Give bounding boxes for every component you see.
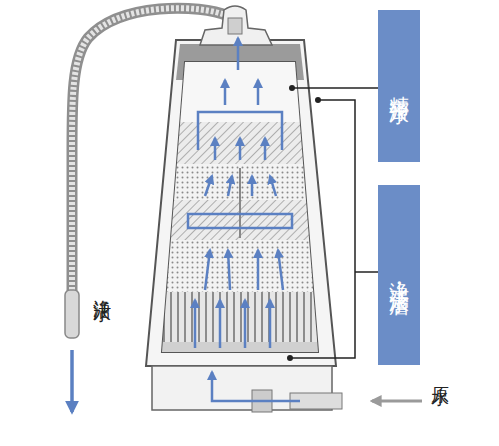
flow-arrow — [244, 300, 247, 348]
flow-arrow — [257, 80, 260, 105]
flow-arrow — [264, 138, 267, 160]
flow-loop — [198, 112, 282, 150]
flow-arrow — [270, 176, 276, 196]
flow-arrow — [237, 38, 240, 70]
box-label: 精密浄水 — [388, 80, 410, 92]
flow-arrow — [212, 372, 300, 401]
flow-arrow — [194, 300, 197, 348]
flow-arrow — [269, 300, 272, 348]
leader-dot — [289, 85, 295, 91]
fine-filter-layer — [150, 122, 330, 164]
spout-valve — [228, 18, 242, 34]
top-cap — [200, 6, 272, 45]
filter-layers — [150, 62, 330, 354]
outflow-arrow — [70, 350, 74, 412]
flow-arrow — [257, 250, 260, 290]
flow-arrow — [214, 138, 217, 160]
granule-layer — [150, 240, 330, 292]
label-box: 精密浄水 — [378, 10, 420, 162]
flow-arrow — [228, 176, 232, 196]
flow-arrow — [219, 300, 222, 348]
flow-arrow — [205, 250, 210, 290]
leader-dot — [315, 97, 321, 103]
flow-arrow — [278, 250, 283, 290]
flow-arrow — [239, 138, 242, 160]
ceramic-layer — [150, 292, 330, 342]
leader-dot — [287, 355, 293, 361]
flow-loop — [188, 214, 292, 228]
label-box: 浄水・活水層 — [378, 185, 420, 365]
flow-arrow — [251, 176, 254, 196]
bottom-grid — [150, 342, 330, 354]
leader-line — [292, 87, 378, 89]
box-label: 浄水・活水層 — [388, 266, 410, 284]
flow-label: 原水 — [430, 372, 450, 376]
leader-bracket — [290, 100, 355, 358]
inflow-arrow — [372, 400, 422, 403]
leader-line — [355, 271, 378, 273]
flow-label: 浄活水 — [92, 286, 112, 292]
flow-arrows — [188, 38, 300, 401]
leader-lines — [290, 88, 378, 358]
flow-arrow — [205, 176, 212, 196]
outer-shell — [146, 40, 336, 366]
flow-arrow — [224, 80, 227, 105]
flow-arrow — [228, 250, 230, 290]
hose-nozzle — [65, 290, 79, 338]
